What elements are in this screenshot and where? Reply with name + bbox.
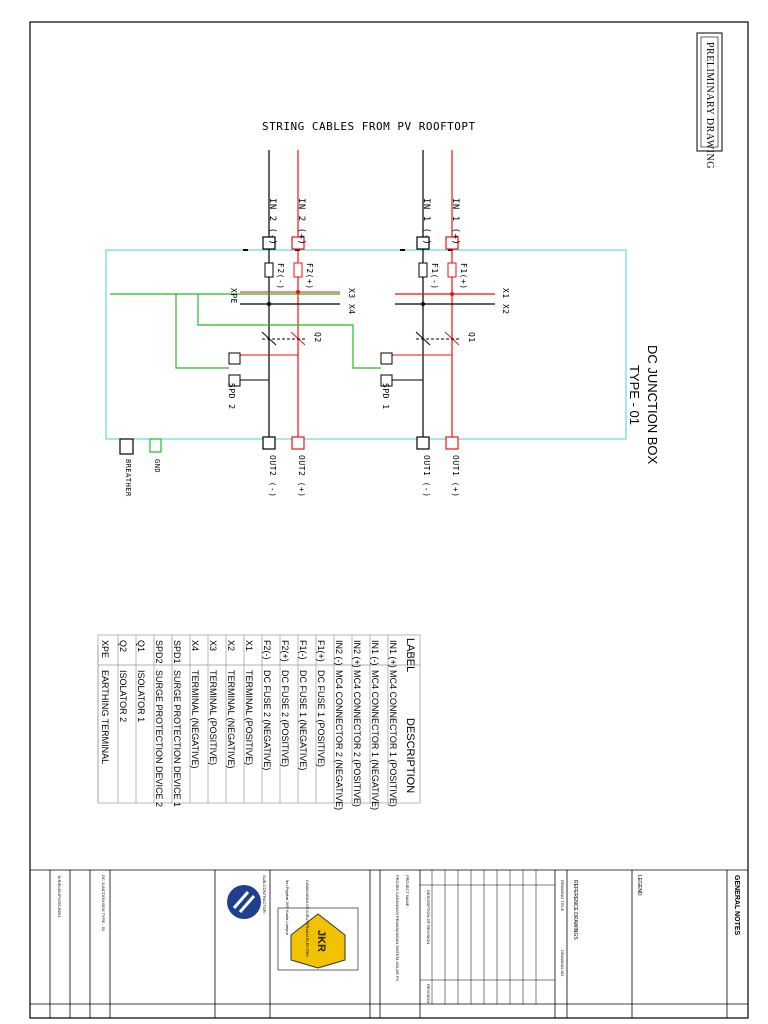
legend-row-description: DC FUSE 1 (NEGATIVE) — [298, 670, 308, 771]
label-f2-pos: F2(+) — [305, 263, 314, 290]
legend-row-description: MC4 CONNECTOR 2 (POSITIVE) — [352, 670, 362, 807]
title-block — [30, 869, 748, 1018]
stamp-text: PRELIMINARY DRAWING — [704, 42, 715, 169]
gnd-terminal — [149, 438, 162, 453]
consultant-logo-icon — [227, 885, 261, 919]
legend-row-description: DC FUSE 2 (POSITIVE) — [280, 670, 290, 768]
drawing-no-value: JKR/ELEK/PV/DCJB/01 — [57, 875, 62, 918]
connector-out1-neg — [416, 436, 430, 450]
main-title: STRING CABLES FROM PV ROOFTOPT — [262, 120, 476, 133]
legend-row-label: IN1 (-) — [370, 640, 380, 666]
label-spd2: SPD 2 — [227, 383, 236, 410]
connector-out2-neg — [262, 436, 276, 450]
revision-header: REVISION — [426, 984, 431, 1004]
label-out2-neg: OUT2 (-) — [268, 455, 277, 498]
legend-row-description: TERMINAL (POSITIVE) — [208, 670, 218, 766]
label-f2-neg: F2(-) — [276, 263, 285, 290]
legend-row-label: X2 — [226, 640, 236, 652]
label-in2-neg: IN 2 (-) — [267, 198, 277, 246]
label-in2-pos: IN 2 (+) — [296, 198, 306, 246]
general-notes-heading: GENERAL NOTES — [733, 875, 740, 936]
legend-row-label: SPD2 — [154, 640, 164, 664]
spd-1 — [380, 352, 393, 387]
legend-row-description: DC FUSE 2 (NEGATIVE) — [262, 670, 272, 771]
spd-2 — [228, 352, 241, 387]
drawing-no-header: DRAWING NO. — [560, 950, 565, 978]
reference-drawings-heading: REFERENCE DRAWINGS — [572, 880, 578, 940]
legend-row-label: X4 — [190, 640, 200, 652]
stamp-box — [696, 32, 723, 152]
label-breather: BREATHER — [124, 459, 132, 497]
legend-row-description: SURGE PROTECTION DEVICE 2 — [154, 670, 164, 808]
legend-row-label: F2(+) — [280, 640, 290, 662]
junction-box-outline — [105, 249, 627, 440]
legend-row-label: XPE — [100, 640, 110, 659]
label-gnd: GND — [153, 459, 161, 474]
legend-row-label: X1 — [244, 640, 254, 652]
jkr-cawangan: CAWANGAN KEJURUTERAAN ELEKTRIK — [305, 880, 310, 958]
connector-out2-pos — [291, 436, 305, 450]
legend-row-label: IN2 (-) — [334, 640, 344, 666]
box-title: DC JUNCTION BOX — [645, 345, 660, 465]
label-in1-pos: IN 1 (+) — [450, 198, 460, 246]
legend-row-description: SURGE PROTECTION DEVICE 1 — [172, 670, 182, 808]
description-header: DESCRIPTION OF REVISION — [426, 890, 431, 945]
legend-row-description: EARTHING TERMINAL — [100, 670, 110, 765]
label-q2: Q2 — [313, 332, 322, 343]
breather-vent — [119, 438, 134, 455]
legend-row-label: Q1 — [136, 640, 146, 653]
label-x3x4: X3 X4 — [347, 288, 356, 315]
isolator-q2 — [261, 331, 306, 346]
legend-row-label: X3 — [208, 640, 218, 652]
label-xpe: XPE — [229, 288, 238, 304]
fuse-f2-pos — [293, 262, 303, 278]
project-description: PROJEK CADANGAN PEMASANGAN SISTEM SOLAR … — [395, 875, 400, 982]
legend-row-description: MC4 CONNECTOR 2 (NEGATIVE) — [334, 670, 344, 811]
label-in1-neg: IN 1 (-) — [421, 198, 431, 246]
legend-row-description: MC4 CONNECTOR 1 (NEGATIVE) — [370, 670, 380, 811]
fuse-f2-neg — [264, 262, 274, 278]
legend-row-label: F1(-) — [298, 640, 308, 660]
drawing-title-value: DC JUNCTION BOX TYPE - 01 — [101, 875, 106, 932]
legend-row-label: SPD1 — [172, 640, 182, 664]
legend-header-label: LABEL — [404, 638, 416, 673]
sheet-border — [29, 21, 749, 1019]
fuse-f1-pos — [447, 262, 457, 278]
label-x1x2: X1 X2 — [501, 288, 510, 315]
label-out2-pos: OUT2 (+) — [297, 455, 306, 498]
jkr-logo-icon — [277, 907, 359, 971]
isolator-q1 — [415, 331, 460, 346]
legend-table — [97, 634, 421, 804]
label-f1-pos: F1(+) — [459, 263, 468, 290]
legend-row-label: Q2 — [118, 640, 128, 653]
legend-row-description: TERMINAL (POSITIVE) — [244, 670, 254, 766]
fuse-f1-neg — [418, 262, 428, 278]
legend-row-description: DC FUSE 1 (POSITIVE) — [316, 670, 326, 768]
jkr-address: Ibu Pejabat JKR Kuala Lumpur — [285, 880, 290, 935]
legend-header-description: DESCRIPTION — [404, 718, 416, 794]
legend-row-description: ISOLATOR 2 — [118, 670, 128, 723]
legend-heading: LEGEND — [636, 875, 642, 896]
label-f1-neg: F1(-) — [430, 263, 439, 290]
project-heading: PROJECT NAME : — [405, 875, 410, 909]
box-type: TYPE - 01 — [627, 365, 642, 425]
label-spd1: SPD 1 — [381, 383, 390, 410]
label-q1: Q1 — [467, 332, 476, 343]
legend-row-description: ISOLATOR 1 — [136, 670, 146, 723]
consultant-heading: SUB-CONTRACTOR : — [262, 875, 267, 915]
jkr-logo-text: JKR — [315, 930, 327, 953]
label-out1-neg: OUT1 (-) — [422, 455, 431, 498]
label-out1-pos: OUT1 (+) — [451, 455, 460, 498]
legend-row-label: IN2 (+) — [352, 640, 362, 668]
legend-row-label: IN1 (+) — [388, 640, 398, 668]
legend-row-label: F2(-) — [262, 640, 272, 660]
legend-row-description: TERMINAL (NEGATIVE) — [226, 670, 236, 769]
connector-out1-pos — [445, 436, 459, 450]
drawing-title-header: DRAWING TITLE — [560, 880, 565, 912]
legend-row-description: MC4 CONNECTOR 1 (POSITIVE) — [388, 670, 398, 807]
legend-row-label: F1(+) — [316, 640, 326, 662]
legend-row-description: TERMINAL (NEGATIVE) — [190, 670, 200, 769]
